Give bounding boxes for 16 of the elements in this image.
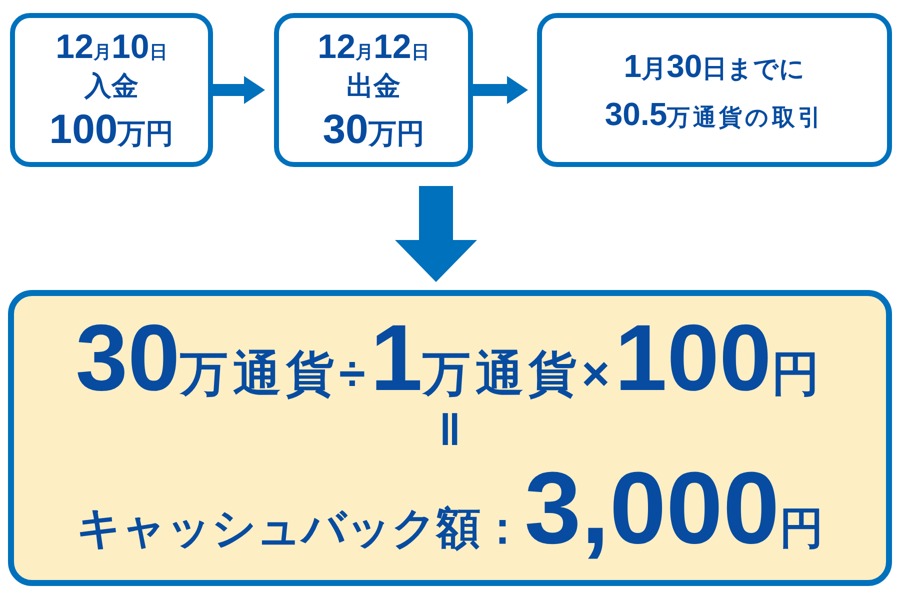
amount-text: 30万円 bbox=[322, 109, 424, 150]
equals-sign: ‖ bbox=[439, 409, 461, 453]
process-box bbox=[537, 13, 892, 167]
process-box bbox=[274, 13, 473, 167]
arrow bbox=[213, 76, 265, 104]
formula-text: 30万通貨÷1万通貨×100円 bbox=[75, 311, 825, 405]
result-box bbox=[8, 290, 892, 586]
deadline-text: 1月30日までに bbox=[624, 50, 806, 82]
process-box bbox=[10, 13, 213, 167]
amount-text: 100万円 bbox=[49, 109, 174, 150]
transaction-label: 入金 bbox=[84, 73, 138, 100]
arrow bbox=[473, 76, 528, 104]
trade-volume-text: 30.5万通貨の取引 bbox=[604, 98, 824, 130]
result-text: キャッシュバック額：3,000円 bbox=[76, 457, 824, 559]
arrow bbox=[395, 186, 477, 282]
transaction-label: 出金 bbox=[346, 73, 400, 100]
